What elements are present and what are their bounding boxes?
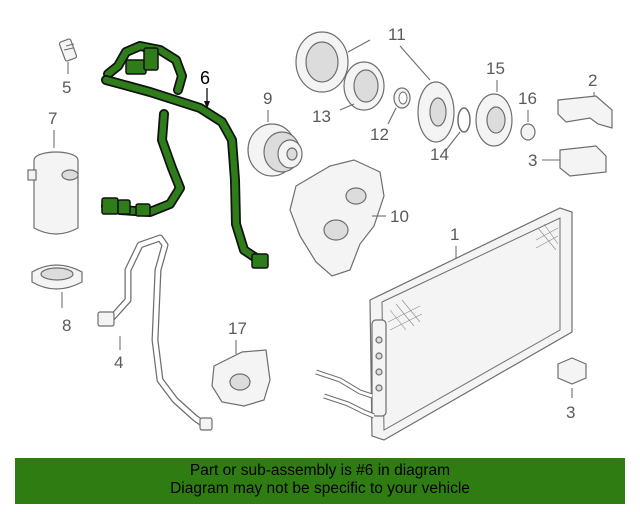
part-10-compressor-bracket[interactable]: 10: [289, 159, 409, 277]
part-8-clamp[interactable]: 8: [31, 264, 83, 335]
callout-2: 2: [588, 71, 597, 90]
callout-9: 9: [263, 89, 272, 108]
callout-14: 14: [430, 145, 449, 164]
part-5-fitting[interactable]: [58, 38, 78, 74]
part-6-hose-assembly[interactable]: [101, 41, 269, 269]
callout-10: 10: [390, 207, 409, 226]
parts-diagram: 5 7 8 4 6: [27, 25, 613, 441]
callout-12: 12: [370, 125, 389, 144]
part-9-pulley[interactable]: 9: [247, 89, 303, 177]
part-3-upper-insulator[interactable]: 3: [528, 145, 607, 177]
callout-16: 16: [518, 89, 537, 108]
callout-17: 17: [228, 319, 247, 338]
callout-11: 11: [388, 25, 406, 44]
part-16-nut[interactable]: 16: [518, 89, 537, 141]
part-4-liquid-line[interactable]: 4: [97, 234, 213, 431]
callout-3a: 3: [528, 151, 537, 170]
callout-5: 5: [62, 78, 71, 97]
callout-7: 7: [48, 109, 57, 128]
part-2-bracket[interactable]: 2: [557, 71, 613, 129]
callout-6: 6: [200, 68, 210, 88]
part-15-clutch-plate[interactable]: 15: [475, 59, 513, 147]
info-banner: Part or sub-assembly is #6 in diagram Di…: [15, 458, 625, 504]
banner-line-1: Part or sub-assembly is #6 in diagram: [189, 462, 451, 479]
part-11-compressor-clutch[interactable]: 11: [295, 25, 455, 143]
callout-3b: 3: [566, 403, 575, 422]
part-13-coil[interactable]: 13: [312, 61, 385, 126]
callout-13: 13: [312, 107, 331, 126]
callout-15: 15: [486, 59, 505, 78]
part-3-lower-insulator[interactable]: 3: [557, 357, 587, 422]
callout-4: 4: [114, 353, 123, 372]
part-14-oring[interactable]: 14: [430, 107, 471, 164]
callout-1: 1: [450, 225, 459, 244]
part-12-ring[interactable]: 12: [370, 87, 411, 144]
part-17-shield[interactable]: 17: [211, 319, 271, 407]
callout-8: 8: [62, 316, 71, 335]
part-7-accumulator[interactable]: 7: [27, 109, 79, 235]
part-1-condenser[interactable]: 1: [315, 207, 573, 441]
banner-line-2: Diagram may not be specific to your vehi…: [170, 480, 470, 497]
